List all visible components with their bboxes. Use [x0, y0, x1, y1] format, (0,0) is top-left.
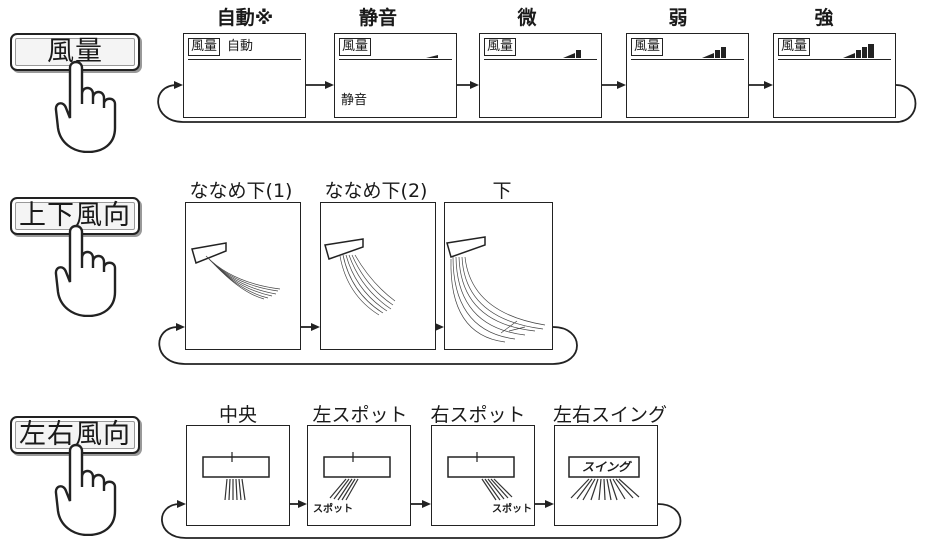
- lcd-panel-auto: 風量 自動: [183, 33, 306, 118]
- label-right-spot: 右スポット: [430, 404, 526, 426]
- airflow-panel-diagonal-1: [185, 202, 301, 350]
- airflow-icon: [446, 236, 546, 343]
- lcd-panel-weak: 風量: [626, 33, 749, 118]
- airflow-icon: [568, 456, 640, 501]
- lcd-panel-micro: 風量: [479, 33, 602, 118]
- label-left-spot: 左スポット: [312, 404, 408, 426]
- airflow-icon: [447, 452, 515, 501]
- air-conditioner-icon: [202, 452, 270, 501]
- airflow-panel-left-spot: スポット: [307, 425, 411, 526]
- fan-speed-bars-icon: [843, 44, 874, 58]
- label-weak: 弱: [668, 7, 688, 29]
- label-center: 中央: [218, 404, 257, 426]
- horizontal-direction-button[interactable]: 左右風向: [10, 416, 140, 454]
- lcd-tag: 風量: [778, 38, 811, 56]
- label-strong: 強: [814, 7, 834, 29]
- lcd-divider: [188, 59, 301, 60]
- label-auto: 自動※: [216, 7, 274, 29]
- lcd-divider: [339, 59, 452, 60]
- airflow-icon: [191, 242, 281, 300]
- lcd-tag: 風量: [188, 38, 221, 56]
- airflow-panel-diagonal-2: [320, 202, 436, 350]
- lcd-auto-text: 自動: [227, 39, 254, 54]
- airflow-icon: [324, 238, 396, 316]
- lcd-tag: 風量: [484, 38, 517, 56]
- airflow-panel-down: [444, 202, 553, 350]
- lcd-quiet-text: 静音: [341, 93, 368, 108]
- lcd-divider: [631, 59, 744, 60]
- lcd-tag: 風量: [631, 38, 664, 56]
- swing-text: スイング: [581, 460, 630, 474]
- label-micro: 微: [517, 7, 537, 29]
- lcd-panel-quiet: 風量 静音: [334, 33, 457, 118]
- fan-speed-bars-icon: [702, 47, 726, 58]
- spot-text: スポット: [492, 504, 532, 515]
- airflow-panel-center: [186, 425, 290, 526]
- airflow-panel-swing: スイング: [554, 425, 658, 526]
- hand-press-icon: [54, 60, 117, 153]
- label-quiet: 静音: [358, 7, 397, 29]
- label-diagonal-2: ななめ下(2): [324, 180, 428, 202]
- lcd-divider: [484, 59, 597, 60]
- hand-press-icon: [54, 443, 117, 536]
- label-swing: 左右スイング: [552, 404, 667, 426]
- lcd-panel-strong: 風量: [773, 33, 896, 118]
- lcd-tag: 風量: [339, 38, 372, 56]
- label-down: 下: [492, 180, 512, 202]
- airflow-panel-right-spot: スポット: [431, 425, 535, 526]
- lcd-divider: [778, 59, 891, 60]
- hand-press-icon: [54, 224, 117, 317]
- fan-speed-bars-icon: [563, 50, 581, 58]
- fan-speed-bars-icon: [426, 55, 438, 58]
- airflow-icon: [323, 452, 391, 501]
- label-diagonal-1: ななめ下(1): [189, 180, 293, 202]
- spot-text: スポット: [313, 504, 353, 515]
